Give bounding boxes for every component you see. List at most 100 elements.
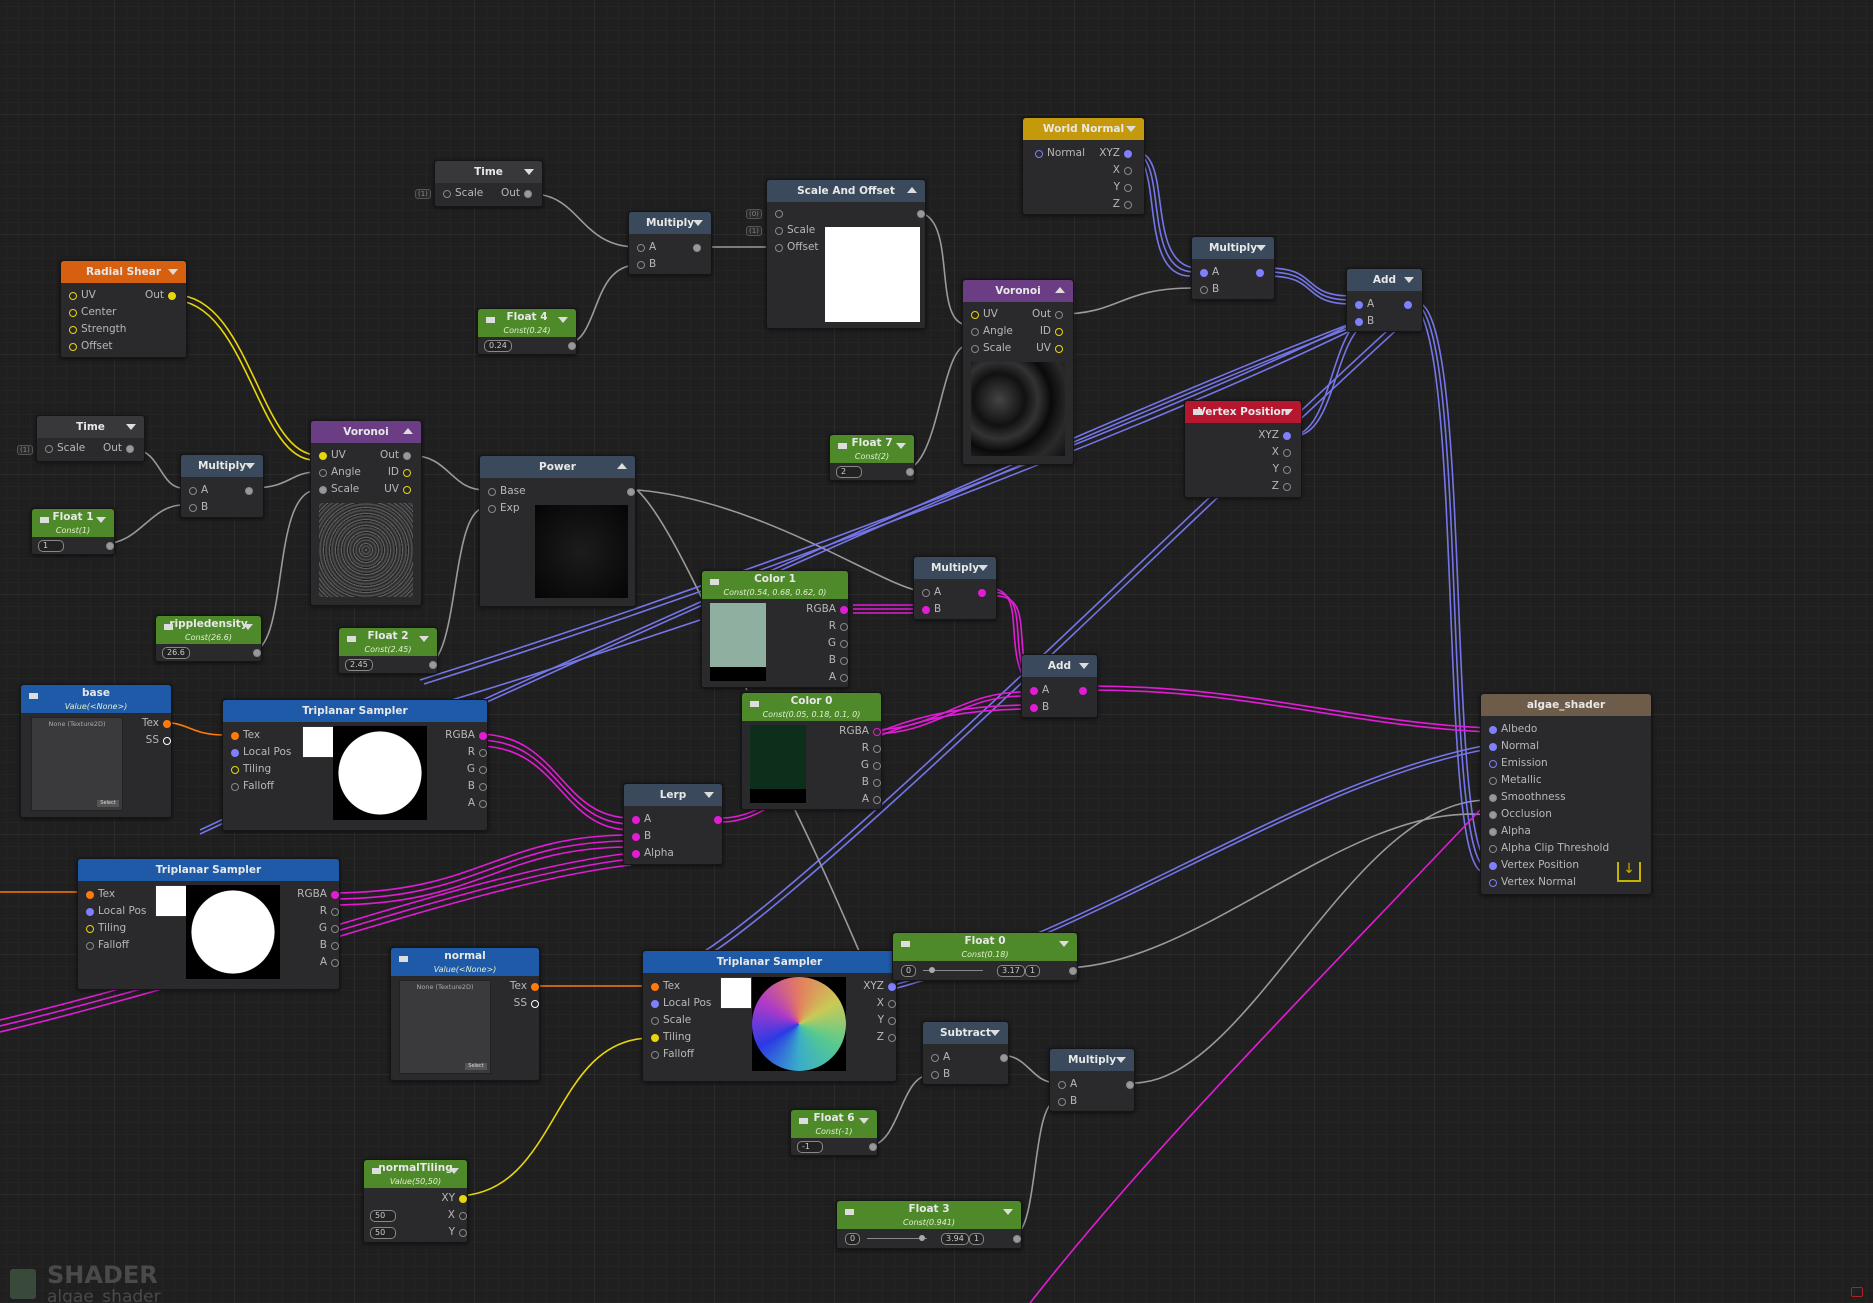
node-header[interactable]: Radial Shear	[61, 261, 186, 283]
output-port-a[interactable]: A	[320, 955, 339, 969]
input-port-tiling[interactable]: Tiling	[231, 762, 271, 776]
node-header[interactable]: algae_shader	[1481, 694, 1651, 716]
collapse-icon[interactable]	[896, 443, 906, 449]
collapse-icon[interactable]	[1116, 1057, 1126, 1063]
min-field[interactable]: 0	[845, 1233, 861, 1245]
input-port-local-pos[interactable]: Local Pos	[86, 904, 146, 918]
input-port-normal[interactable]: Normal	[1489, 739, 1539, 753]
output-port-rgba[interactable]: RGBA	[839, 724, 881, 738]
hamburger-icon[interactable]	[838, 443, 847, 449]
color-swatch[interactable]	[710, 603, 766, 681]
collapse-icon[interactable]	[126, 424, 136, 430]
collapse-icon[interactable]	[704, 792, 714, 798]
output-port-a[interactable]: A	[862, 792, 881, 806]
input-port-scale[interactable]: Scale	[319, 482, 359, 496]
output-port-g[interactable]: G	[467, 762, 487, 776]
output-port-g[interactable]: G	[861, 758, 881, 772]
input-port-angle[interactable]: Angle	[319, 465, 361, 479]
hamburger-icon[interactable]	[845, 1209, 854, 1215]
output-port-uv[interactable]: UV	[384, 482, 411, 496]
value-field[interactable]: 26.6	[162, 647, 190, 659]
input-port-a[interactable]: A	[632, 812, 651, 826]
voronoi-node[interactable]: Voronoi UV Angle Scale Out ID UV	[962, 279, 1074, 465]
node-header[interactable]: Add	[1347, 269, 1422, 291]
output-port-out[interactable]: Out	[103, 441, 134, 455]
input-port-center[interactable]: Center	[69, 305, 116, 319]
input-port-falloff[interactable]: Falloff	[86, 938, 129, 952]
node-header[interactable]: Triplanar Sampler	[223, 700, 487, 722]
hamburger-icon[interactable]	[29, 693, 38, 699]
value-field[interactable]: 2.45	[345, 659, 373, 671]
input-port-emission[interactable]: Emission	[1489, 756, 1548, 770]
multiply-node[interactable]: Multiply A B	[628, 211, 712, 275]
default-value-badge[interactable]: (1)	[746, 226, 762, 236]
input-port-tex[interactable]: Tex	[231, 728, 260, 742]
node-header[interactable]: Vertex Position	[1185, 401, 1301, 423]
multiply-node[interactable]: Multiply A B	[180, 454, 264, 518]
output-port-tex[interactable]: Tex	[142, 716, 171, 730]
output-port-y[interactable]: Y	[878, 1013, 896, 1027]
output-port-z[interactable]: Z	[877, 1030, 896, 1044]
hamburger-icon[interactable]	[399, 956, 408, 962]
input-port-tiling[interactable]: Tiling	[651, 1030, 691, 1044]
node-header[interactable]: Voronoi	[963, 280, 1073, 302]
collapse-icon[interactable]	[245, 463, 255, 469]
input-port-scale[interactable]: Scale	[971, 341, 1011, 355]
output-port-x[interactable]: X	[448, 1208, 467, 1222]
slider-track[interactable]	[867, 1235, 927, 1241]
input-port-vertex-position[interactable]: Vertex Position	[1489, 858, 1579, 872]
node-header[interactable]: Time	[37, 416, 144, 438]
output-port-xyz[interactable]: XYZ	[1099, 146, 1132, 160]
value-field[interactable]: 2	[836, 466, 862, 478]
node-header[interactable]: Multiply	[1192, 237, 1274, 259]
output-port-xyz[interactable]: XYZ	[1258, 428, 1291, 442]
output-port-rgba[interactable]: RGBA	[806, 602, 848, 616]
input-port-a[interactable]: A	[1058, 1077, 1077, 1091]
add-node[interactable]: Add A B	[1346, 268, 1423, 332]
collapse-icon[interactable]	[243, 624, 253, 630]
slider-thumb[interactable]	[929, 967, 935, 973]
value-field[interactable]: 0.24	[484, 340, 512, 352]
output-port-b[interactable]: B	[829, 653, 848, 667]
output-port-r[interactable]: R	[320, 904, 339, 918]
input-port-tex[interactable]: Tex	[651, 979, 680, 993]
hamburger-icon[interactable]	[1193, 409, 1202, 415]
input-port-a[interactable]: A	[189, 483, 208, 497]
output-port-r[interactable]: R	[862, 741, 881, 755]
collapse-icon[interactable]	[1055, 287, 1065, 293]
hamburger-icon[interactable]	[799, 1118, 808, 1124]
output-port-id[interactable]: ID	[388, 465, 411, 479]
world-normal-node[interactable]: World Normal Normal XYZ X Y Z	[1022, 117, 1145, 215]
input-port-a[interactable]: A	[1200, 265, 1219, 279]
select-button[interactable]: Select	[97, 800, 119, 807]
slider-track[interactable]	[923, 967, 983, 973]
hamburger-icon[interactable]	[710, 579, 719, 585]
output-port-x[interactable]: X	[1113, 163, 1132, 177]
input-port-tiling[interactable]: Tiling	[86, 921, 126, 935]
output-port-r[interactable]: R	[829, 619, 848, 633]
output-port-a[interactable]: A	[468, 796, 487, 810]
output-port-tex[interactable]: Tex	[510, 979, 539, 993]
input-port-a[interactable]: A	[637, 240, 656, 254]
multiply-node[interactable]: Multiply A B	[913, 556, 997, 620]
voronoi-node[interactable]: Voronoi UV Angle Scale Out ID UV	[310, 420, 422, 606]
subtract-node[interactable]: Subtract A B	[922, 1021, 1009, 1085]
radial-shear-node[interactable]: Radial Shear UV Center Strength Offset O…	[60, 260, 187, 358]
power-node[interactable]: Power Base Exp	[479, 455, 636, 607]
input-port-albedo[interactable]: Albedo	[1489, 722, 1537, 736]
input-port-offset[interactable]: Offset	[69, 339, 113, 353]
collapse-icon[interactable]	[403, 428, 413, 434]
collapse-icon[interactable]	[1283, 409, 1293, 415]
collapse-icon[interactable]	[1003, 1209, 1013, 1215]
